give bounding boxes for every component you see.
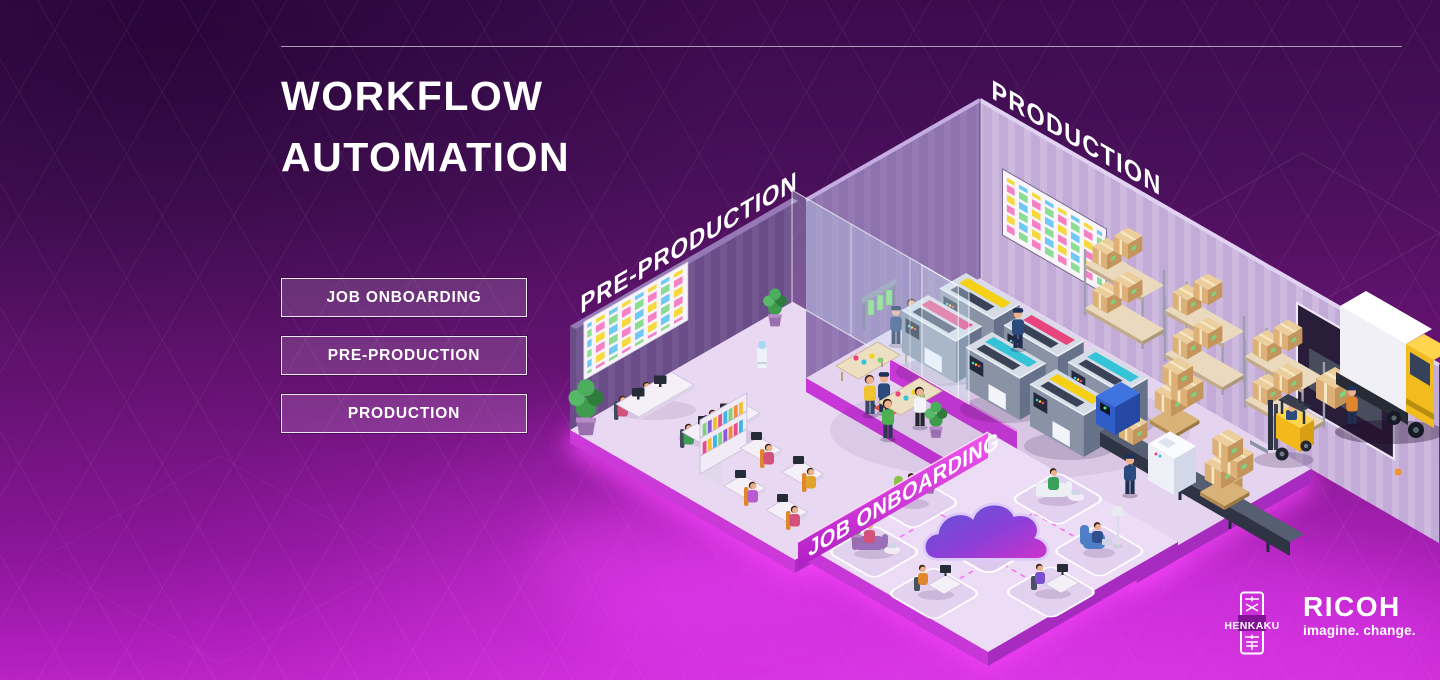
page-title-line1: WORKFLOW bbox=[281, 73, 544, 119]
cloud-icon bbox=[922, 502, 1050, 561]
henkaku-logo: HENKAKU bbox=[1224, 591, 1280, 655]
forklift bbox=[1250, 394, 1314, 468]
production-button[interactable]: PRODUCTION bbox=[280, 393, 528, 434]
pre-production-button[interactable]: PRE-PRODUCTION bbox=[280, 335, 528, 376]
henkaku-wordmark: HENKAKU bbox=[1224, 620, 1280, 632]
floor-lamp bbox=[1111, 506, 1125, 548]
delivery-truck bbox=[1335, 291, 1440, 444]
job-onboarding-ribbon bbox=[798, 432, 988, 568]
job-onboarding-button[interactable]: JOB ONBOARDING bbox=[280, 277, 528, 318]
top-divider-line bbox=[281, 46, 1402, 47]
pre-production-room: PRE-PRODUCTION bbox=[570, 165, 798, 430]
job-onboarding-platform: JOB ONBOARDING bbox=[797, 426, 1178, 666]
ricoh-wordmark: RICOH bbox=[1303, 591, 1401, 622]
kanban-board bbox=[583, 261, 689, 381]
kanji-glyph-bottom bbox=[1245, 634, 1259, 650]
ricoh-logo: RICOH imagine. change. bbox=[1303, 591, 1416, 639]
water-cooler bbox=[757, 341, 767, 368]
page-title-line2: AUTOMATION bbox=[281, 134, 571, 180]
ricoh-tagline: imagine. change. bbox=[1303, 623, 1416, 638]
remote-workers bbox=[846, 465, 1125, 601]
kanji-glyph-top bbox=[1245, 596, 1259, 612]
section-buttons: JOB ONBOARDING PRE-PRODUCTION PRODUCTION bbox=[280, 277, 528, 434]
production-interior bbox=[860, 227, 1440, 556]
glass-partition bbox=[791, 188, 970, 406]
page-title: WORKFLOW AUTOMATION bbox=[281, 66, 570, 188]
henkaku-emblem bbox=[1238, 591, 1266, 655]
